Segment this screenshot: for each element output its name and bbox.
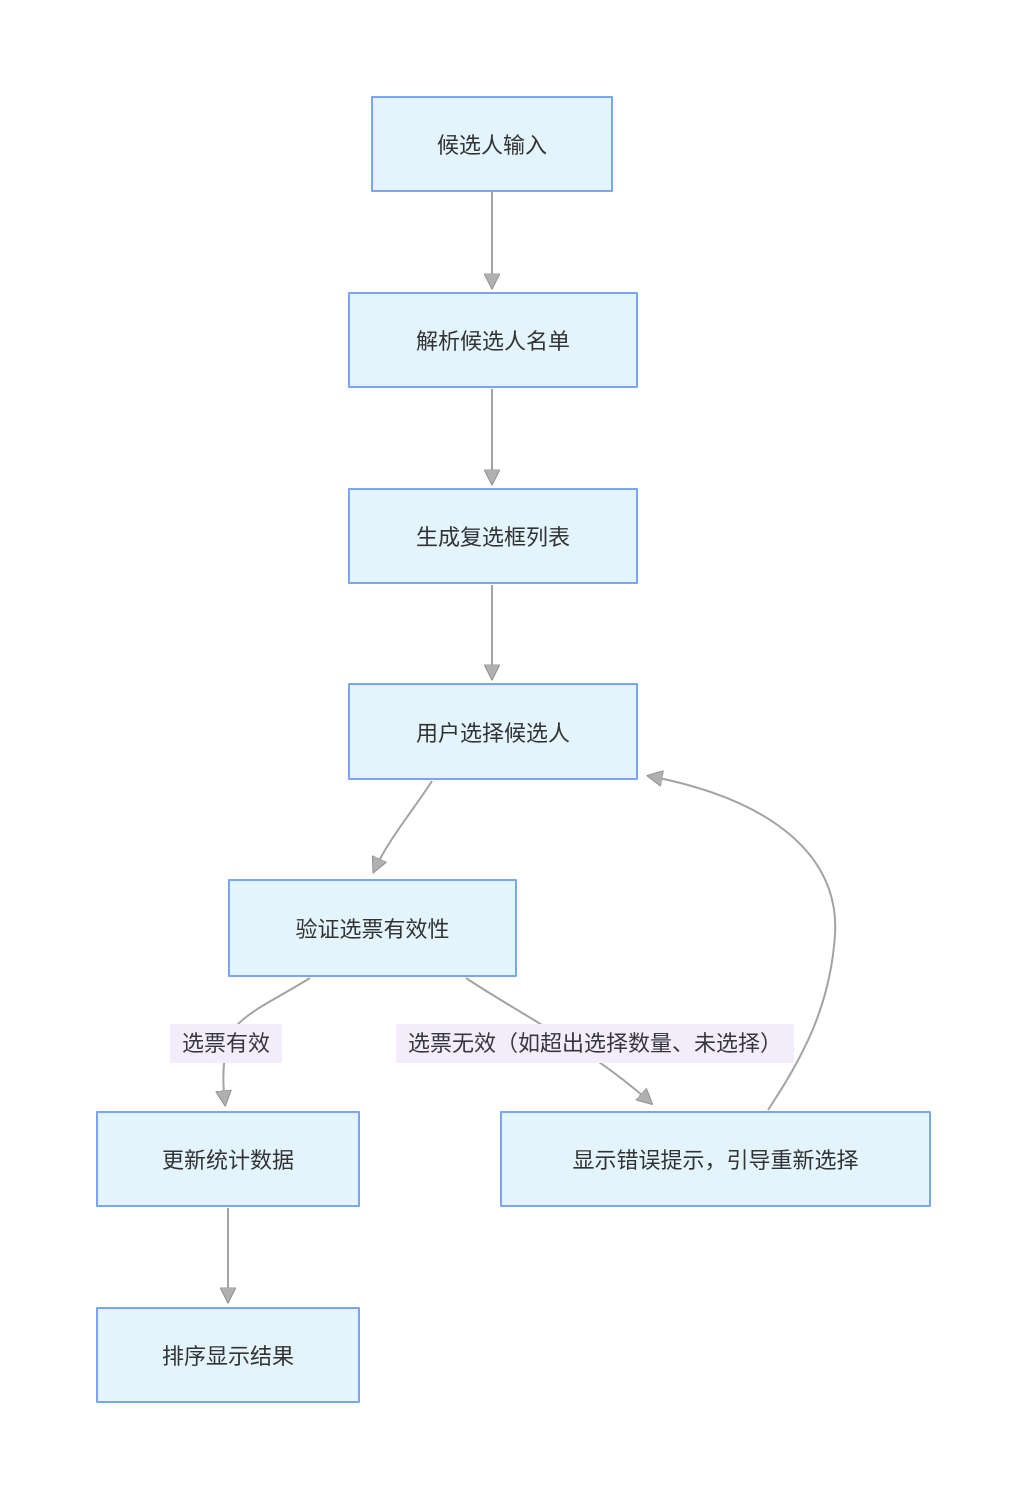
node-label: 更新统计数据 [161,1148,294,1173]
node-label: 解析候选人名单 [415,329,570,354]
node-label: 候选人输入 [436,133,547,158]
node-generate-checkbox-list: 生成复选框列表 [348,488,638,584]
edge-error-to-select-feedback [649,776,837,1111]
node-label: 显示错误提示，引导重新选择 [572,1148,859,1173]
edge-label-ballot-valid: 选票有效 [170,1024,283,1063]
node-show-error: 显示错误提示，引导重新选择 [500,1111,931,1207]
node-label: 用户选择候选人 [415,720,570,746]
node-parse-candidate-list: 解析候选人名单 [348,292,638,388]
node-candidate-input: 候选人输入 [371,96,613,192]
node-label: 生成复选框列表 [415,525,570,550]
node-label: 验证选票有效性 [295,917,450,942]
node-sort-display-results: 排序显示结果 [96,1307,360,1403]
node-update-statistics: 更新统计数据 [96,1111,360,1207]
node-validate-ballot: 验证选票有效性 [228,879,517,977]
node-label: 排序显示结果 [161,1344,294,1369]
node-user-select-candidate: 用户选择候选人 [348,683,638,780]
edge-label-ballot-invalid: 选票无效（如超出选择数量、未选择） [396,1024,795,1063]
edge-select-to-validate [374,780,433,871]
